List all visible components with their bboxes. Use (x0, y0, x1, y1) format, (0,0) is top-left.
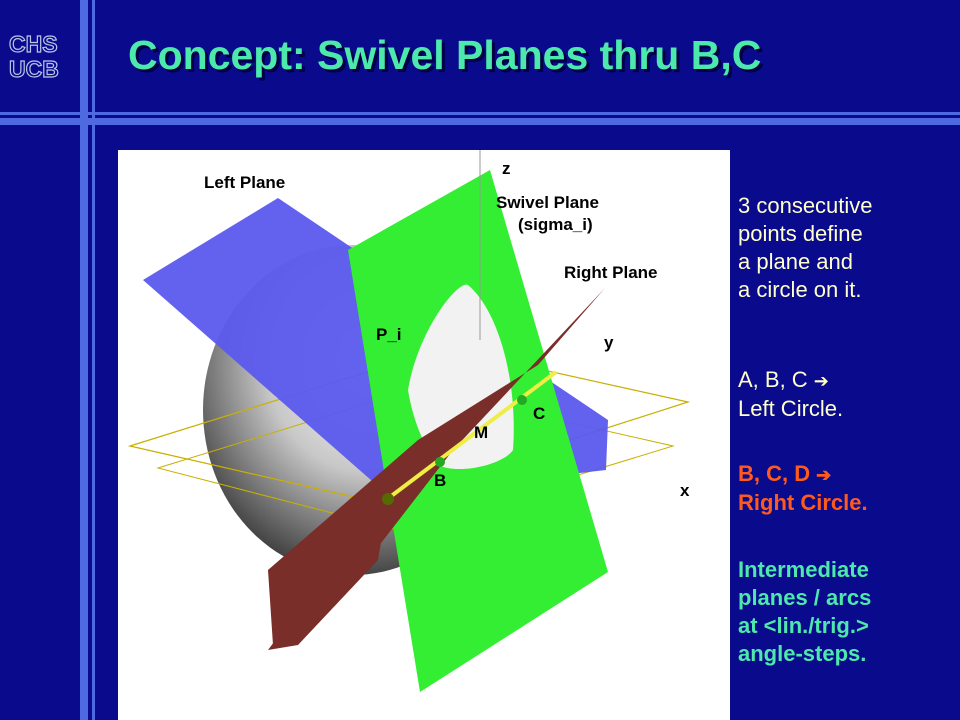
frame-vertical-bar (80, 0, 88, 720)
para4-line: Intermediate (738, 557, 869, 582)
label-c: C (533, 404, 545, 423)
para1-line: a circle on it. (738, 277, 862, 302)
label-sigma: (sigma_i) (518, 215, 593, 234)
para2-line-2: Left Circle. (738, 396, 844, 421)
slide-title: Concept: Swivel Planes thru B,C (128, 32, 762, 78)
label-b: B (434, 471, 446, 490)
frame-horizontal-bar-thin (0, 112, 960, 115)
para2-line-1: A, B, C➔ (738, 366, 960, 395)
logo-line-2: UCB (8, 56, 59, 82)
right-plane-lower (268, 500, 388, 650)
sidebar-para-3: B, C, D➔ Right Circle. (738, 460, 960, 517)
frame-horizontal-bar (0, 118, 960, 125)
sidebar-para-2: A, B, C➔ Left Circle. (738, 366, 960, 423)
arrow-icon: ➔ (816, 465, 832, 485)
para3-points: B, C, D (738, 461, 811, 486)
point-b (435, 457, 445, 467)
label-m: M (474, 423, 488, 442)
label-z: z (502, 159, 511, 178)
label-swivel-plane: Swivel Plane (496, 193, 599, 212)
sidebar-para-1: 3 consecutive points define a plane and … (738, 192, 960, 304)
para3-line-1: B, C, D➔ (738, 460, 960, 489)
arrow-icon: ➔ (813, 371, 829, 391)
label-right-plane: Right Plane (564, 263, 658, 282)
label-left-plane: Left Plane (204, 173, 285, 192)
para4-line: at <lin./trig.> (738, 613, 869, 638)
chs-ucb-logo: CHS UCB (8, 31, 59, 82)
label-y: y (604, 333, 614, 352)
para1-line: a plane and (738, 249, 853, 274)
point-origin (382, 493, 394, 505)
frame-vertical-bar-thin (92, 0, 95, 720)
bc-axis (384, 370, 558, 502)
para3-line-2: Right Circle. (738, 490, 868, 515)
logo-line-1: CHS (8, 31, 58, 57)
label-x: x (680, 481, 690, 500)
para2-points: A, B, C (738, 367, 808, 392)
para1-line: points define (738, 221, 863, 246)
figure-svg: Left Plane z Swivel Plane (sigma_i) Righ… (127, 150, 691, 692)
label-p-i: P_i (376, 325, 402, 344)
sidebar-para-4: Intermediate planes / arcs at <lin./trig… (738, 556, 960, 668)
para4-line: planes / arcs (738, 585, 872, 610)
swivel-planes-figure: Left Plane z Swivel Plane (sigma_i) Righ… (118, 150, 730, 720)
point-c (517, 395, 527, 405)
para4-line: angle-steps. (738, 641, 867, 666)
para1-line: 3 consecutive (738, 193, 873, 218)
